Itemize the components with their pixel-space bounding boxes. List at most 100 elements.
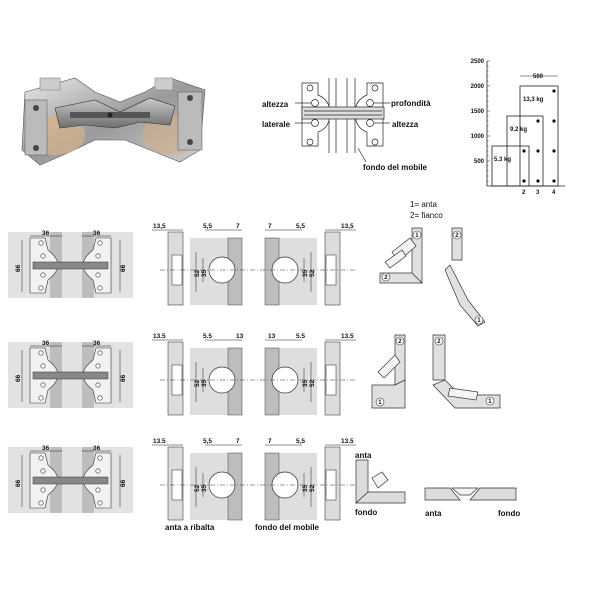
dim-width-right: 36	[93, 445, 101, 452]
dim-edge-left: 13	[236, 333, 244, 340]
position-marker-icon	[452, 230, 462, 240]
position-marker-icon	[434, 336, 444, 346]
hinge-arm	[384, 249, 407, 269]
load-box-4	[519, 85, 559, 187]
screw-icon	[95, 468, 101, 474]
dim-inner-right: 35	[302, 269, 309, 277]
y-tick-label: 2000	[471, 84, 485, 90]
side-2	[379, 272, 423, 284]
dim-edge-left: 7	[236, 223, 240, 230]
screw-icon	[38, 350, 44, 356]
screw-icon	[40, 253, 46, 259]
x-tick-label: 3	[536, 190, 540, 196]
label-anta-flat: anta	[425, 509, 442, 518]
screw-icon	[95, 272, 101, 278]
hinge-dot	[536, 149, 540, 153]
dim-side-gap-right: 13.5	[341, 438, 354, 445]
screw-icon	[95, 487, 101, 493]
x-tick-label: 2	[522, 190, 526, 196]
screw-icon	[97, 395, 103, 401]
label-profondita: profondità	[391, 99, 431, 108]
legend-anta: 1= anta	[410, 200, 437, 209]
hinge-arm	[32, 476, 109, 485]
width-dimension-label: 500	[533, 74, 544, 80]
screw-icon	[40, 468, 46, 474]
label-anta-a-ribalta: anta a ribalta	[165, 523, 215, 532]
hinge-arm-flat	[451, 487, 479, 496]
position-marker-label: 2	[398, 339, 402, 345]
dim-side-gap-right: 13,5	[341, 223, 354, 230]
screw-icon	[97, 240, 103, 246]
label-fondo-del-mobile-bottom: fondo del mobile	[255, 523, 320, 532]
dim-offset-right: 5,5	[296, 223, 305, 230]
hinge-dot	[552, 119, 556, 123]
base-corner	[355, 491, 406, 504]
legend-fianco: 2= fianco	[410, 211, 443, 220]
dim-offset-left: 5,5	[203, 223, 212, 230]
screw-icon	[40, 272, 46, 278]
motion-sketch-row3	[355, 459, 517, 504]
hinge-dot	[552, 149, 556, 153]
position-marker-icon	[485, 396, 495, 406]
screw-icon	[38, 455, 44, 461]
dim-height-right: 66	[120, 479, 127, 487]
position-marker-icon	[395, 336, 405, 346]
position-marker-label: 2	[384, 275, 388, 281]
dim-inner-left: 35	[201, 484, 208, 492]
dim-offset-right: 5,5	[296, 438, 305, 445]
screw-icon	[95, 363, 101, 369]
screw-icon	[38, 395, 44, 401]
dim-outer-right: 52	[309, 484, 316, 492]
label-fondo-del-mobile: fondo del mobile	[363, 163, 428, 172]
position-marker-label: 1	[415, 233, 419, 239]
hinge-arm	[447, 387, 479, 401]
y-tick-label: 500	[474, 159, 485, 165]
label-altezza-left: altezza	[262, 100, 289, 109]
dim-width-right: 36	[93, 340, 101, 347]
bar-label: 13,3 kg	[523, 97, 544, 103]
position-marker-label: 2	[437, 339, 441, 345]
dim-side-gap-left: 13.5	[153, 438, 166, 445]
adjustment-diagram	[295, 78, 390, 163]
screw-icon	[38, 285, 44, 291]
adjustment-labels: altezza laterale profondità altezza fond…	[262, 99, 431, 172]
hinge-arm	[32, 261, 109, 270]
screw-icon	[97, 285, 103, 291]
dim-edge-right: 7	[268, 223, 272, 230]
hinge-photo	[21, 77, 206, 166]
dim-width-left: 36	[42, 340, 50, 347]
screw-icon	[97, 455, 103, 461]
dim-width-left: 36	[42, 445, 50, 452]
hinge-dot	[522, 179, 526, 183]
label-altezza-right: altezza	[392, 120, 419, 129]
dim-side-gap-right: 13.5	[341, 333, 354, 340]
dim-height-right: 66	[120, 264, 127, 272]
hinge-arm	[371, 471, 389, 489]
dim-outer-left: 52	[194, 484, 201, 492]
hinge-arm	[377, 354, 401, 379]
dim-width-left: 36	[42, 230, 50, 237]
screw-icon	[40, 487, 46, 493]
position-marker-icon	[474, 315, 484, 325]
screw-icon	[97, 500, 103, 506]
dim-inner-right: 35	[302, 484, 309, 492]
position-marker-icon	[412, 230, 422, 240]
screw-icon	[95, 253, 101, 259]
position-marker-label: 2	[455, 233, 459, 239]
bar-label: 9.2 kg	[510, 127, 527, 133]
dim-height-right: 66	[120, 374, 127, 382]
dim-edge-left: 7	[236, 438, 240, 445]
dim-inner-left: 35	[201, 379, 208, 387]
